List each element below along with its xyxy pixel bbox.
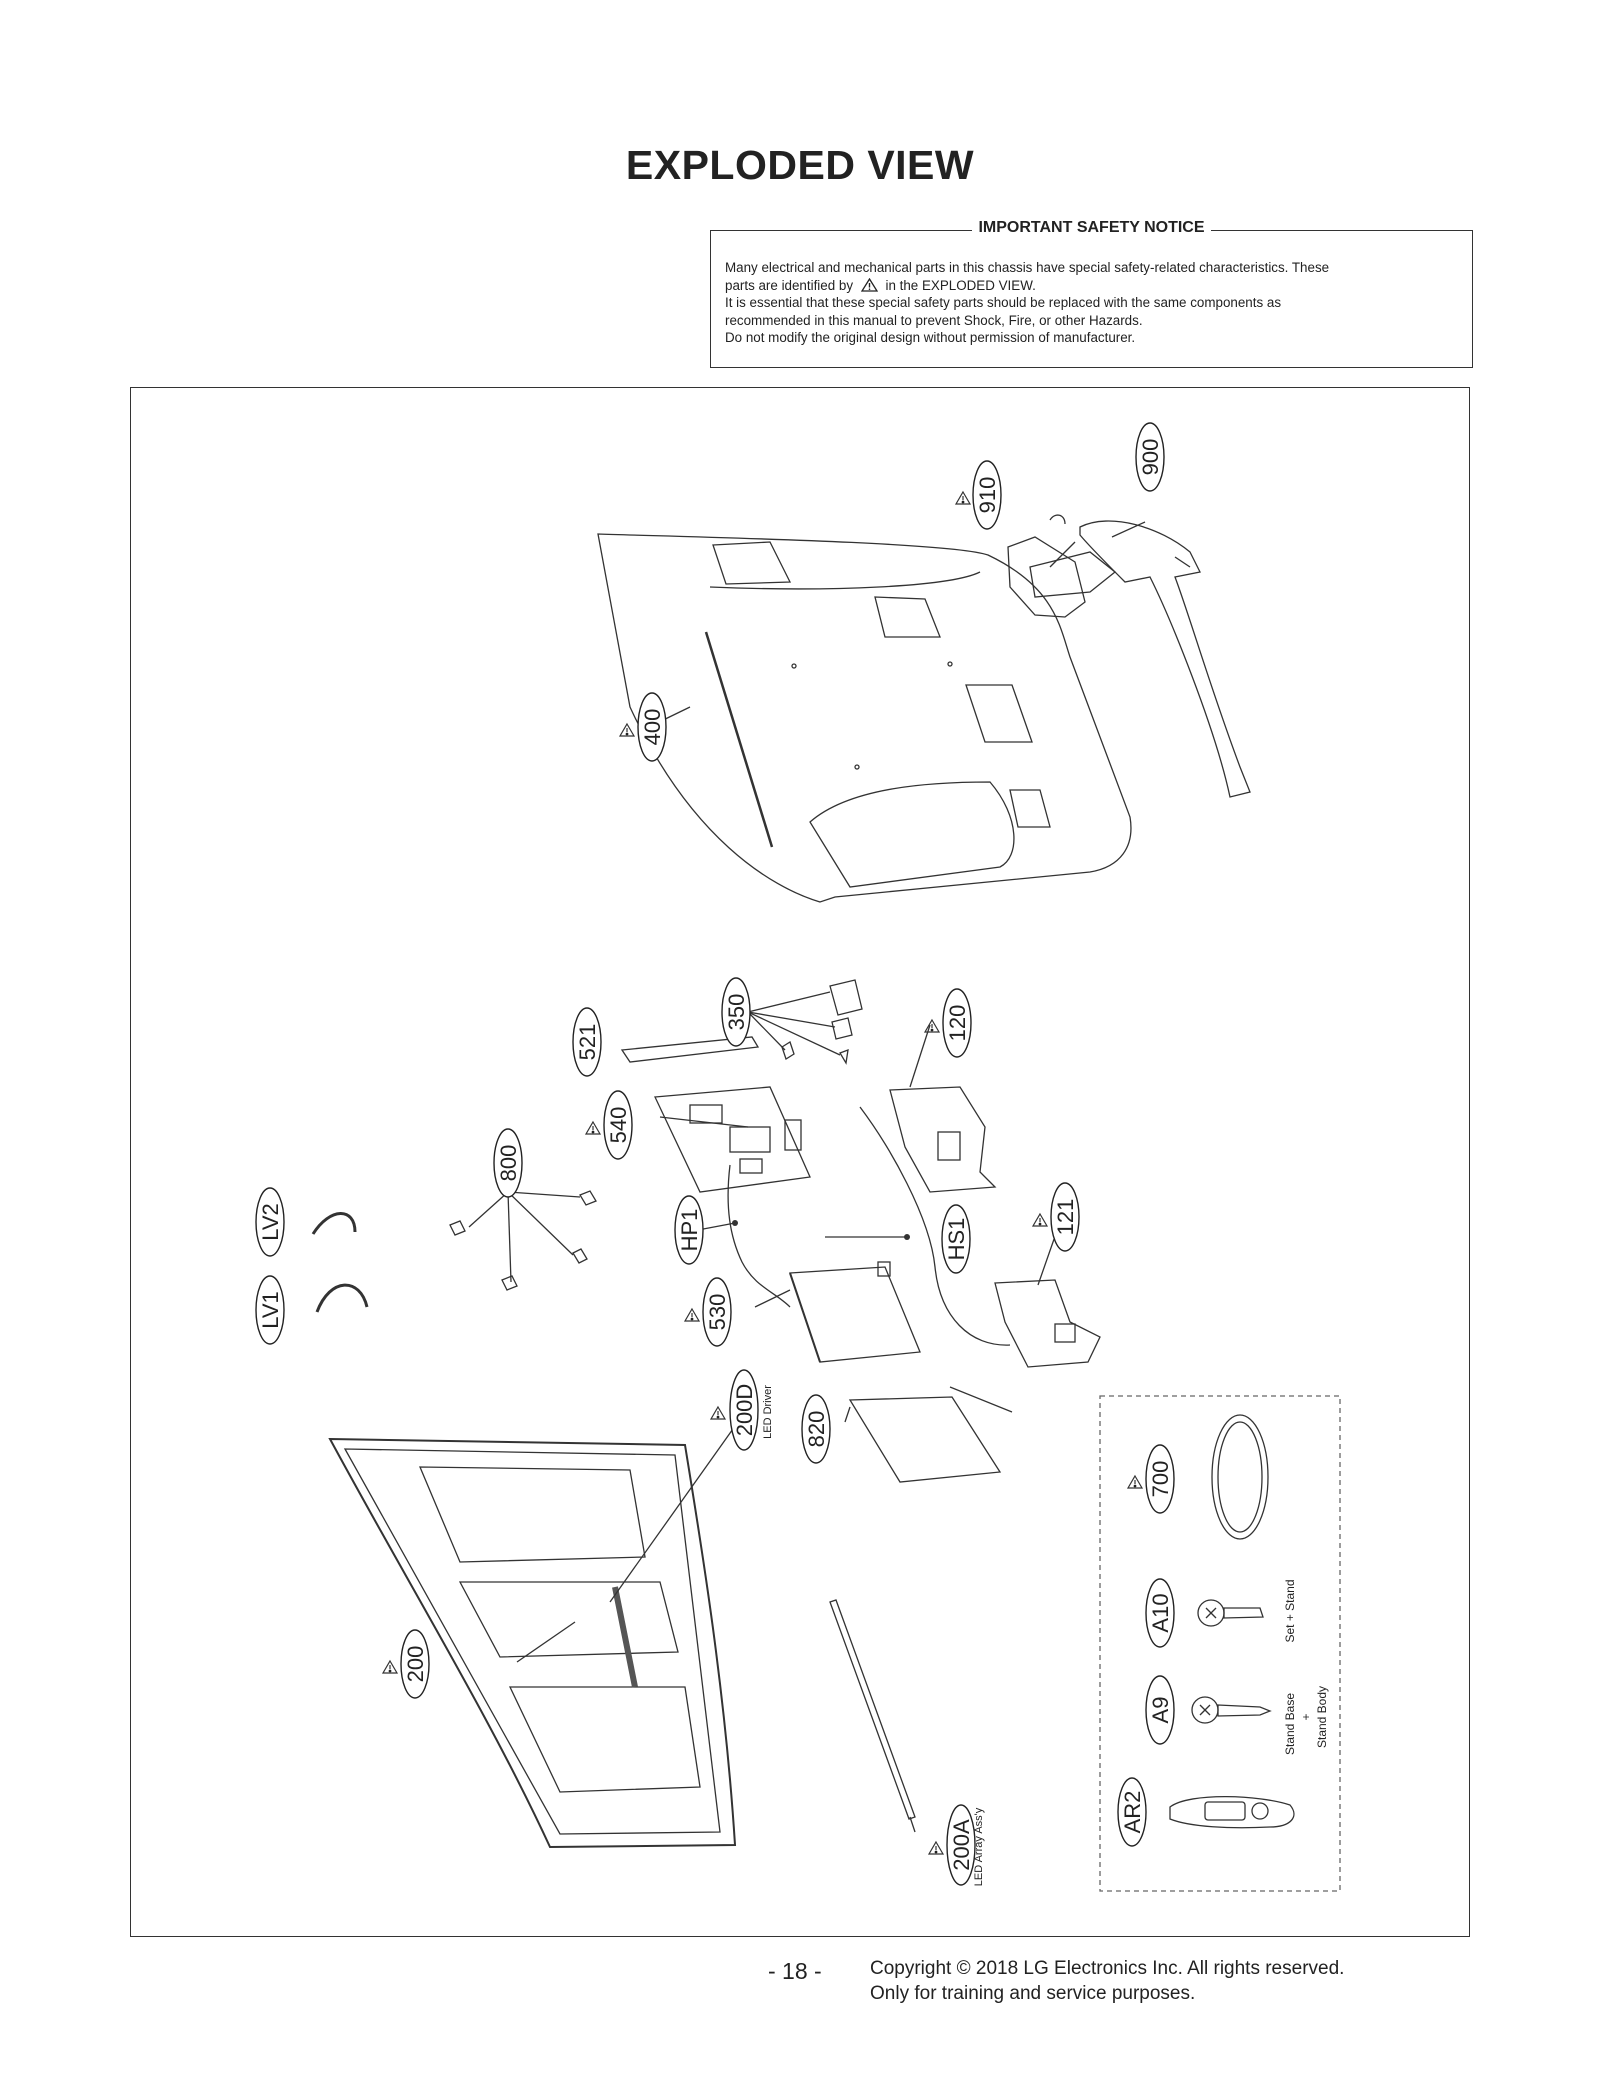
led-array-part-200a — [829, 1599, 916, 1820]
main-board-part-540 — [654, 1086, 811, 1193]
screw-part-a10 — [1197, 1599, 1264, 1627]
callout-521: 521 — [572, 1007, 602, 1077]
page-number: - 18 - — [768, 1958, 822, 1984]
part-521 — [620, 1036, 760, 1063]
svg-text:HP1: HP1 — [677, 1209, 702, 1252]
svg-text:A9: A9 — [1148, 1697, 1173, 1724]
svg-text:521: 521 — [575, 1024, 600, 1061]
svg-text:HS1: HS1 — [944, 1218, 969, 1261]
stand-base-label: Stand Base — [1283, 1693, 1297, 1755]
callout-800: 800 — [493, 1128, 523, 1198]
exploded-view-drawing: 900 910 400 521 350 120 540 800 LV2 LV1 … — [255, 422, 1341, 1892]
screw-part-a9 — [1191, 1696, 1272, 1724]
svg-text:800: 800 — [496, 1145, 521, 1182]
callout-400: 400 — [619, 692, 667, 762]
exploded-view-frame — [130, 387, 1470, 1937]
svg-text:AR2: AR2 — [1120, 1791, 1145, 1834]
remote-control-part-ar2 — [1169, 1795, 1295, 1829]
back-cover-part-400 — [597, 533, 1132, 903]
callout-200a: 200A — [928, 1804, 976, 1886]
cable-hs1 — [859, 1106, 1011, 1346]
callout-200: 200 — [382, 1629, 430, 1699]
svg-text:A10: A10 — [1148, 1593, 1173, 1632]
part-121-bracket — [994, 1279, 1101, 1368]
svg-text:200A: 200A — [949, 1819, 974, 1871]
callout-lv1: LV1 — [255, 1275, 285, 1345]
callout-910: 910 — [955, 460, 1002, 530]
callout-350: 350 — [721, 977, 751, 1047]
svg-text:400: 400 — [640, 709, 665, 746]
power-cord-part-700 — [1211, 1414, 1269, 1540]
safety-notice-text: Many electrical and mechanical parts in … — [725, 259, 1458, 347]
stand-base-part-900 — [1079, 520, 1251, 798]
footer-copyright: Copyright © 2018 LG Electronics Inc. All… — [870, 1958, 1345, 2004]
page-title: EXPLODED VIEW — [625, 142, 975, 188]
set-stand-label: Set + Stand — [1283, 1579, 1297, 1642]
callout-530: 530 — [684, 1277, 732, 1347]
callout-540: 540 — [585, 1090, 633, 1160]
accessory-box — [1099, 1395, 1341, 1892]
svg-text:LV1: LV1 — [258, 1291, 283, 1329]
callout-120: 120 — [924, 988, 972, 1058]
stand-body-part-910 — [1007, 514, 1117, 618]
cable-lv1 — [315, 1283, 369, 1313]
svg-text:120: 120 — [945, 1005, 970, 1042]
stand-body-label: Stand Body — [1315, 1686, 1329, 1748]
svg-text:910: 910 — [975, 477, 1000, 514]
safety-notice-box: IMPORTANT SAFETY NOTICE Many electrical … — [710, 219, 1473, 368]
svg-text:820: 820 — [804, 1411, 829, 1448]
svg-text:200D: 200D — [732, 1384, 757, 1437]
svg-text:LV2: LV2 — [258, 1203, 283, 1241]
svg-text:200: 200 — [403, 1646, 428, 1683]
warning-triangle-icon — [860, 277, 878, 292]
safety-notice-heading: IMPORTANT SAFETY NOTICE — [972, 219, 1211, 236]
notice-line: recommended in this manual to prevent Sh… — [725, 312, 1143, 328]
callout-hp1: HP1 — [674, 1195, 704, 1265]
callout-900: 900 — [1135, 422, 1165, 492]
callout-200d: 200D — [710, 1369, 759, 1451]
led-array-label: LED Array Ass'y — [973, 1807, 985, 1886]
callout-121: 121 — [1032, 1182, 1080, 1252]
notice-line: Many electrical and mechanical parts in … — [725, 260, 1330, 275]
svg-text:530: 530 — [705, 1294, 730, 1331]
power-board-part-530 — [789, 1261, 921, 1363]
plus-label: + — [1299, 1713, 1313, 1720]
svg-text:121: 121 — [1053, 1199, 1078, 1236]
callout-ar2: AR2 — [1117, 1777, 1147, 1847]
cable-lv2 — [311, 1212, 357, 1235]
led-driver-label: LED Driver — [762, 1385, 774, 1439]
svg-text:700: 700 — [1148, 1461, 1173, 1498]
screws-part-800 — [449, 1190, 597, 1291]
display-panel-part-200 — [328, 1437, 737, 1849]
notice-line: Do not modify the original design withou… — [725, 330, 1136, 345]
callout-a10: A10 — [1145, 1578, 1175, 1648]
part-350-boards — [781, 979, 863, 1065]
insulator-sheet-part-820 — [848, 1396, 1002, 1483]
cable-hp1 — [727, 1164, 791, 1308]
callout-hs1: HS1 — [941, 1204, 971, 1274]
svg-text:540: 540 — [606, 1107, 631, 1144]
callout-a9: A9 — [1145, 1675, 1175, 1745]
callout-820: 820 — [801, 1394, 831, 1464]
notice-line: It is essential that these special safet… — [725, 295, 1282, 310]
part-120-bracket — [889, 1086, 997, 1193]
svg-text:900: 900 — [1138, 439, 1163, 476]
notice-line: parts are identified by in the EXPLODED … — [725, 277, 1036, 293]
callout-700: 700 — [1127, 1444, 1175, 1514]
svg-text:350: 350 — [724, 994, 749, 1031]
callout-lv2: LV2 — [255, 1187, 285, 1257]
